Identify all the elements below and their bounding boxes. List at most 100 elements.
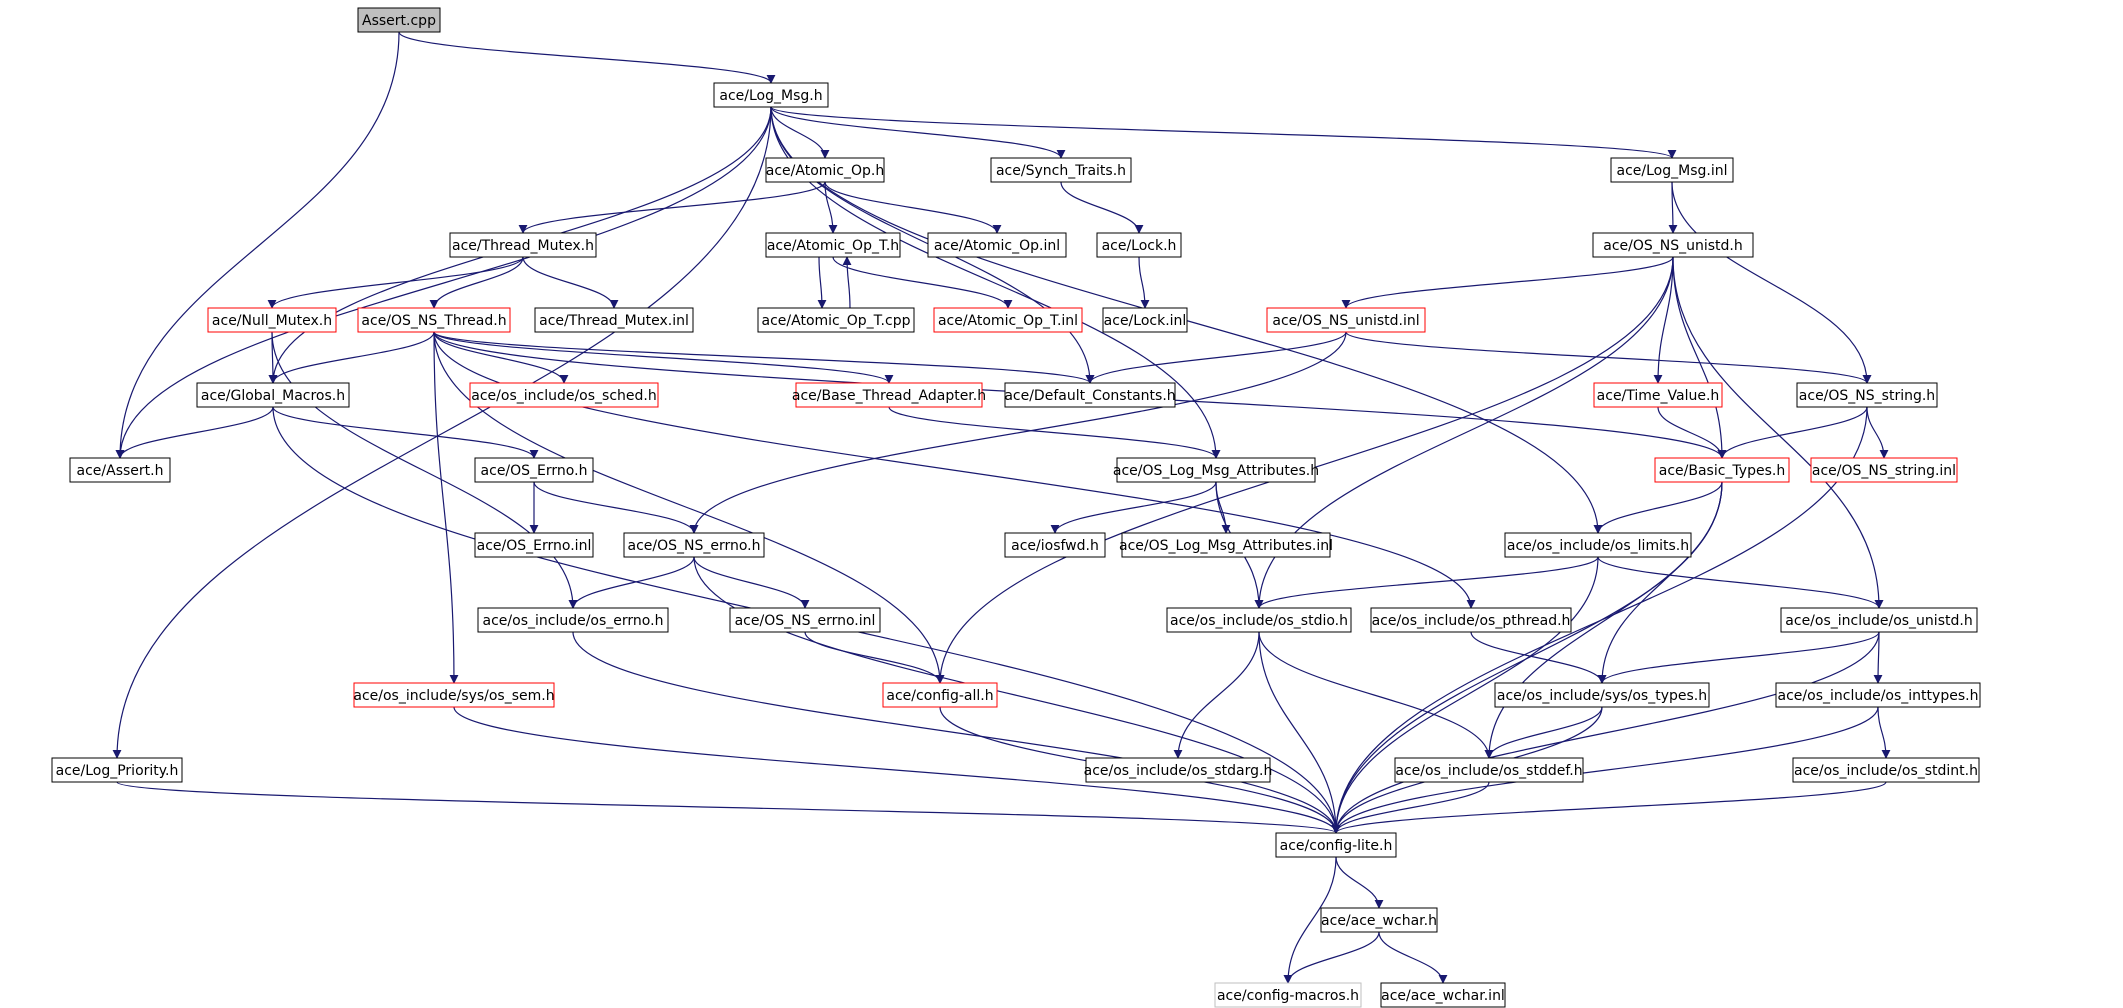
node-os_sem_h[interactable]: ace/os_include/sys/os_sem.h [353, 682, 555, 708]
edge-os_types_h-to-os_stddef_h [1484, 706, 1603, 759]
node-box-os_sem_h [353, 682, 555, 708]
node-synch_traits_h[interactable]: ace/Synch_Traits.h [990, 157, 1132, 183]
node-os_log_msg_attributes_h[interactable]: ace/OS_Log_Msg_Attributes.h [1113, 457, 1319, 483]
edge-basic_types_h-to-os_limits_h [1593, 481, 1723, 534]
node-config_lite_h[interactable]: ace/config-lite.h [1275, 832, 1397, 858]
node-box-time_value_h [1593, 382, 1723, 408]
node-basic_types_h[interactable]: ace/Basic_Types.h [1654, 457, 1790, 483]
node-box-synch_traits_h [990, 157, 1132, 183]
node-label-os_include_unistd_h: ace/os_include/os_unistd.h [1785, 613, 1972, 629]
node-os_ns_string_inl[interactable]: ace/OS_NS_string.inl [1810, 457, 1958, 483]
edge-os_ns_errno_inl-to-config_all_h [804, 631, 945, 684]
edge-synch_traits_h-to-lock_h [1060, 181, 1144, 234]
edge-os_ns_thread_h-to-global_macros_h [268, 331, 435, 384]
node-default_constants_h[interactable]: ace/Default_Constants.h [1004, 382, 1176, 408]
node-base_thread_adapter_h[interactable]: ace/Base_Thread_Adapter.h [792, 382, 986, 408]
node-box-base_thread_adapter_h [795, 382, 983, 408]
node-iosfwd_h[interactable]: ace/iosfwd.h [1004, 532, 1106, 558]
node-os_inttypes_h[interactable]: ace/os_include/os_inttypes.h [1775, 682, 1981, 708]
node-atomic_op_t_cpp[interactable]: ace/Atomic_Op_T.cpp [757, 307, 915, 333]
node-atomic_op_t_h[interactable]: ace/Atomic_Op_T.h [765, 232, 901, 258]
edge-os_include_unistd_h-to-os_types_h [1597, 631, 1880, 684]
edge-os_limits_h-to-config_lite_h [1331, 556, 1599, 834]
node-assert_h[interactable]: ace/Assert.h [69, 457, 171, 483]
node-ace_wchar_inl[interactable]: ace/ace_wchar.inl [1380, 982, 1506, 1008]
edge-os_ns_errno_h-to-os_include_errno_h [568, 556, 695, 609]
node-label-atomic_op_t_inl: ace/Atomic_Op_T.inl [938, 313, 1078, 329]
node-box-os_log_msg_attributes_inl [1121, 532, 1331, 558]
node-os_ns_thread_h[interactable]: ace/OS_NS_Thread.h [357, 307, 511, 333]
node-os_errno_h[interactable]: ace/OS_Errno.h [474, 457, 594, 483]
node-os_errno_inl[interactable]: ace/OS_Errno.inl [474, 532, 594, 558]
node-atomic_op_inl[interactable]: ace/Atomic_Op.inl [927, 232, 1067, 258]
node-label-os_inttypes_h: ace/os_include/os_inttypes.h [1778, 688, 1979, 704]
node-label-config_lite_h: ace/config-lite.h [1280, 838, 1393, 854]
node-os_ns_string_h[interactable]: ace/OS_NS_string.h [1796, 382, 1938, 408]
node-label-os_stdarg_h: ace/os_include/os_stdarg.h [1084, 763, 1273, 779]
node-label-config_macros_h: ace/config-macros.h [1217, 988, 1359, 1004]
node-atomic_op_t_inl[interactable]: ace/Atomic_Op_T.inl [933, 307, 1083, 333]
node-os_ns_unistd_inl[interactable]: ace/OS_NS_unistd.inl [1266, 307, 1426, 333]
node-os_ns_unistd_h[interactable]: ace/OS_NS_unistd.h [1592, 232, 1754, 258]
node-log_priority_h[interactable]: ace/Log_Priority.h [51, 757, 183, 783]
node-os_stdarg_h[interactable]: ace/os_include/os_stdarg.h [1084, 757, 1273, 783]
edge-os_inttypes_h-to-os_stdint_h [1877, 706, 1891, 759]
node-box-thread_mutex_inl [534, 307, 694, 333]
node-box-default_constants_h [1004, 382, 1176, 408]
edge-atomic_op_h-to-thread_mutex_h [518, 181, 826, 234]
node-os_types_h[interactable]: ace/os_include/sys/os_types.h [1494, 682, 1710, 708]
node-atomic_op_h[interactable]: ace/Atomic_Op.h [765, 157, 885, 183]
node-os_log_msg_attributes_inl[interactable]: ace/OS_Log_Msg_Attributes.inl [1119, 532, 1333, 558]
node-os_stddef_h[interactable]: ace/os_include/os_stddef.h [1394, 757, 1584, 783]
edge-os_sem_h-to-config_lite_h [453, 706, 1341, 834]
edge-global_macros_h-to-assert_h [115, 406, 274, 459]
edge-os_ns_thread_h-to-default_constants_h [433, 331, 1095, 384]
edge-time_value_h-to-basic_types_h [1657, 406, 1727, 459]
node-os_sched_h[interactable]: ace/os_include/os_sched.h [469, 382, 659, 408]
edge-os_ns_thread_h-to-config_all_h [433, 331, 945, 684]
node-os_limits_h[interactable]: ace/os_include/os_limits.h [1504, 532, 1692, 558]
edge-os_ns_unistd_inl-to-os_ns_errno_h [689, 331, 1347, 534]
node-thread_mutex_h[interactable]: ace/Thread_Mutex.h [449, 232, 597, 258]
node-ace_wchar_h[interactable]: ace/ace_wchar.h [1320, 907, 1438, 933]
node-null_mutex_h[interactable]: ace/Null_Mutex.h [207, 307, 337, 333]
edge-log_msg_h-to-log_msg_inl [770, 106, 1677, 159]
node-os_include_errno_h[interactable]: ace/os_include/os_errno.h [477, 607, 669, 633]
node-os_stdint_h[interactable]: ace/os_include/os_stdint.h [1792, 757, 1980, 783]
node-box-config_macros_h [1214, 982, 1362, 1008]
node-thread_mutex_inl[interactable]: ace/Thread_Mutex.inl [534, 307, 694, 333]
node-os_include_unistd_h[interactable]: ace/os_include/os_unistd.h [1780, 607, 1978, 633]
edge-os_ns_unistd_h-to-os_include_unistd_h [1672, 256, 1884, 609]
node-global_macros_h[interactable]: ace/Global_Macros.h [196, 382, 350, 408]
node-box-os_ns_string_inl [1810, 457, 1958, 483]
node-os_stdio_h[interactable]: ace/os_include/os_stdio.h [1166, 607, 1352, 633]
node-label-os_log_msg_attributes_h: ace/OS_Log_Msg_Attributes.h [1113, 463, 1319, 479]
node-label-os_log_msg_attributes_inl: ace/OS_Log_Msg_Attributes.inl [1119, 538, 1333, 554]
edge-os_stddef_h-to-config_lite_h [1331, 781, 1490, 834]
edge-log_msg_inl-to-os_ns_string_h [1671, 181, 1872, 384]
edge-atomic_op_h-to-atomic_op_t_h [824, 181, 838, 234]
node-os_pthread_h[interactable]: ace/os_include/os_pthread.h [1370, 607, 1572, 633]
edge-os_ns_thread_h-to-os_pthread_h [433, 331, 1476, 609]
edge-ace_wchar_h-to-ace_wchar_inl [1378, 931, 1448, 984]
node-os_ns_errno_h[interactable]: ace/OS_NS_errno.h [623, 532, 765, 558]
node-config_macros_h[interactable]: ace/config-macros.h [1214, 982, 1362, 1008]
edge-os_limits_h-to-os_stdio_h [1254, 556, 1599, 609]
node-label-assert_cpp: Assert.cpp [362, 13, 436, 29]
node-lock_h[interactable]: ace/Lock.h [1096, 232, 1182, 258]
node-os_ns_errno_inl[interactable]: ace/OS_NS_errno.inl [729, 607, 881, 633]
node-lock_inl[interactable]: ace/Lock.inl [1102, 307, 1188, 333]
edge-atomic_op_t_h-to-atomic_op_t_cpp [817, 256, 827, 309]
edge-os_stdio_h-to-os_stdarg_h [1173, 631, 1260, 759]
node-box-log_msg_h [713, 82, 829, 108]
node-label-os_ns_errno_inl: ace/OS_NS_errno.inl [735, 613, 876, 629]
node-box-os_ns_unistd_h [1592, 232, 1754, 258]
node-config_all_h[interactable]: ace/config-all.h [882, 682, 998, 708]
node-time_value_h[interactable]: ace/Time_Value.h [1593, 382, 1723, 408]
edge-log_priority_h-to-config_lite_h [116, 781, 1341, 834]
node-log_msg_inl[interactable]: ace/Log_Msg.inl [1610, 157, 1734, 183]
node-assert_cpp[interactable]: Assert.cpp [357, 7, 441, 33]
node-log_msg_h[interactable]: ace/Log_Msg.h [713, 82, 829, 108]
node-label-os_sem_h: ace/os_include/sys/os_sem.h [353, 688, 554, 704]
